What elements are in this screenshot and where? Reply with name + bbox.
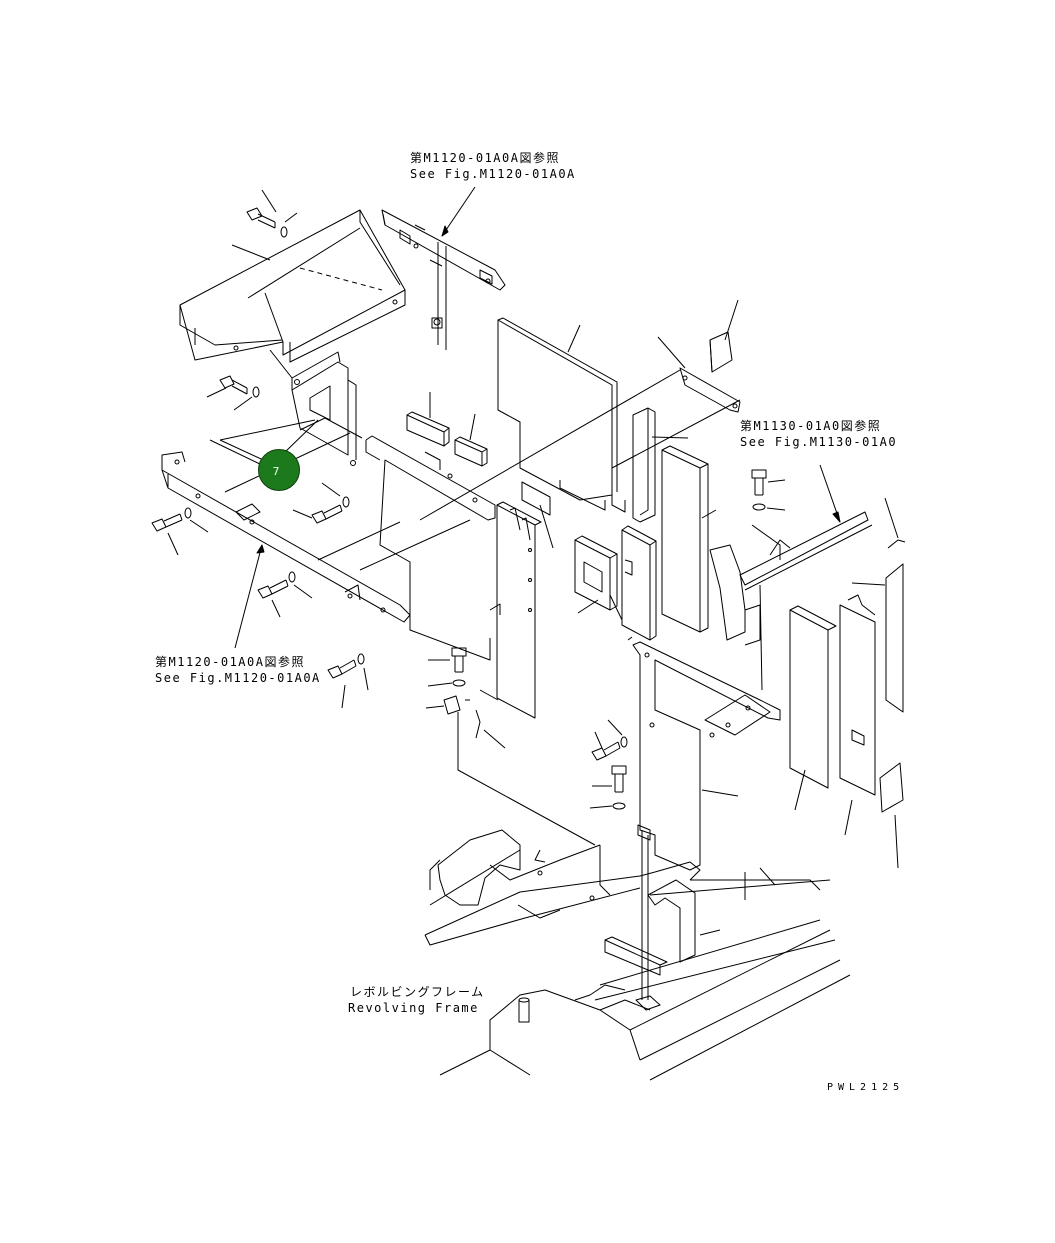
right-edge-panel	[851, 563, 904, 713]
block-square	[574, 535, 618, 611]
top-cross-member	[381, 209, 506, 350]
beam-bolt-b	[257, 571, 313, 618]
strip-a	[632, 407, 656, 523]
reference-right-en: See Fig.M1130-01A0	[740, 435, 898, 449]
reference-top-jp: 第M1120-01A0A図参照	[410, 151, 560, 165]
bracket-plate	[269, 349, 357, 466]
upper-right-bracket	[419, 336, 741, 521]
right-bolt	[751, 469, 786, 511]
right-small-plate	[879, 762, 904, 813]
center-stay-frame	[632, 641, 781, 871]
reference-top-en: See Fig.M1120-01A0A	[410, 167, 576, 181]
wedge-piece	[709, 331, 733, 373]
bracket-bolt	[206, 375, 260, 411]
hook-clip	[887, 539, 906, 549]
stay-bracket	[709, 544, 761, 646]
reference-left-en: See Fig.M1120-01A0A	[155, 671, 321, 685]
seal-block-b	[454, 436, 488, 467]
callout-number: 7	[272, 464, 280, 478]
drawing-code: PWL2125	[827, 1082, 905, 1093]
block-notched	[621, 525, 657, 641]
middle-bolt-a	[427, 647, 467, 687]
frame-label-en: Revolving Frame	[348, 1001, 479, 1015]
beam-bolt-c	[292, 482, 350, 524]
right-strip-a	[789, 605, 837, 789]
seal-block-a	[406, 411, 450, 447]
beam-bolt-d	[327, 653, 369, 709]
left-side-beam	[161, 451, 411, 623]
cover-bolt-top	[246, 189, 298, 238]
reference-right-jp: 第M1130-01A0図参照	[740, 419, 882, 433]
center-bolt-b	[589, 765, 627, 810]
shock-mount	[604, 830, 696, 1011]
center-panel-upper	[497, 317, 626, 513]
long-vertical-panel	[465, 501, 542, 719]
middle-clip	[425, 695, 596, 846]
right-rail	[739, 511, 873, 591]
reference-left-jp: 第M1120-01A0A図参照	[155, 655, 305, 669]
revolving-frame	[424, 829, 851, 1081]
frame-label-jp: レボルビングフレーム	[350, 985, 485, 999]
right-strip-b	[839, 594, 876, 796]
top-cover-plate	[179, 209, 443, 363]
strip-b	[661, 445, 709, 633]
center-bolt-a	[591, 719, 628, 761]
center-sheet	[365, 435, 496, 661]
beam-bolt-a	[151, 507, 209, 556]
callout-marker-7[interactable]: 7	[258, 449, 300, 491]
